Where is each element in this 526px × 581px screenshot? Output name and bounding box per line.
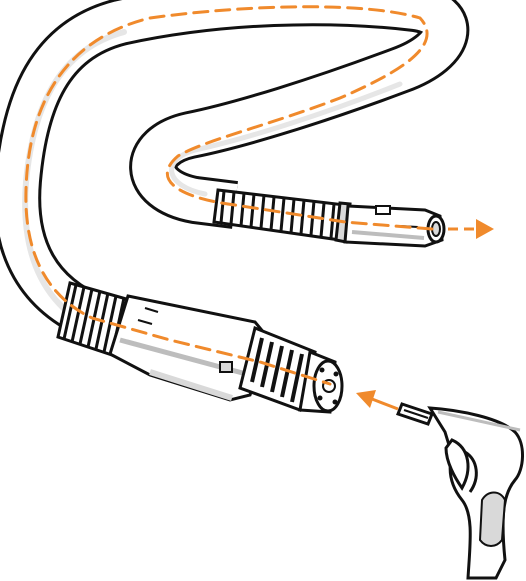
gooseneck (214, 190, 350, 242)
inlet-arrow (356, 390, 398, 409)
torch-tip (345, 206, 444, 246)
air-blow-gun (398, 404, 523, 578)
outlet-arrow (448, 219, 494, 239)
